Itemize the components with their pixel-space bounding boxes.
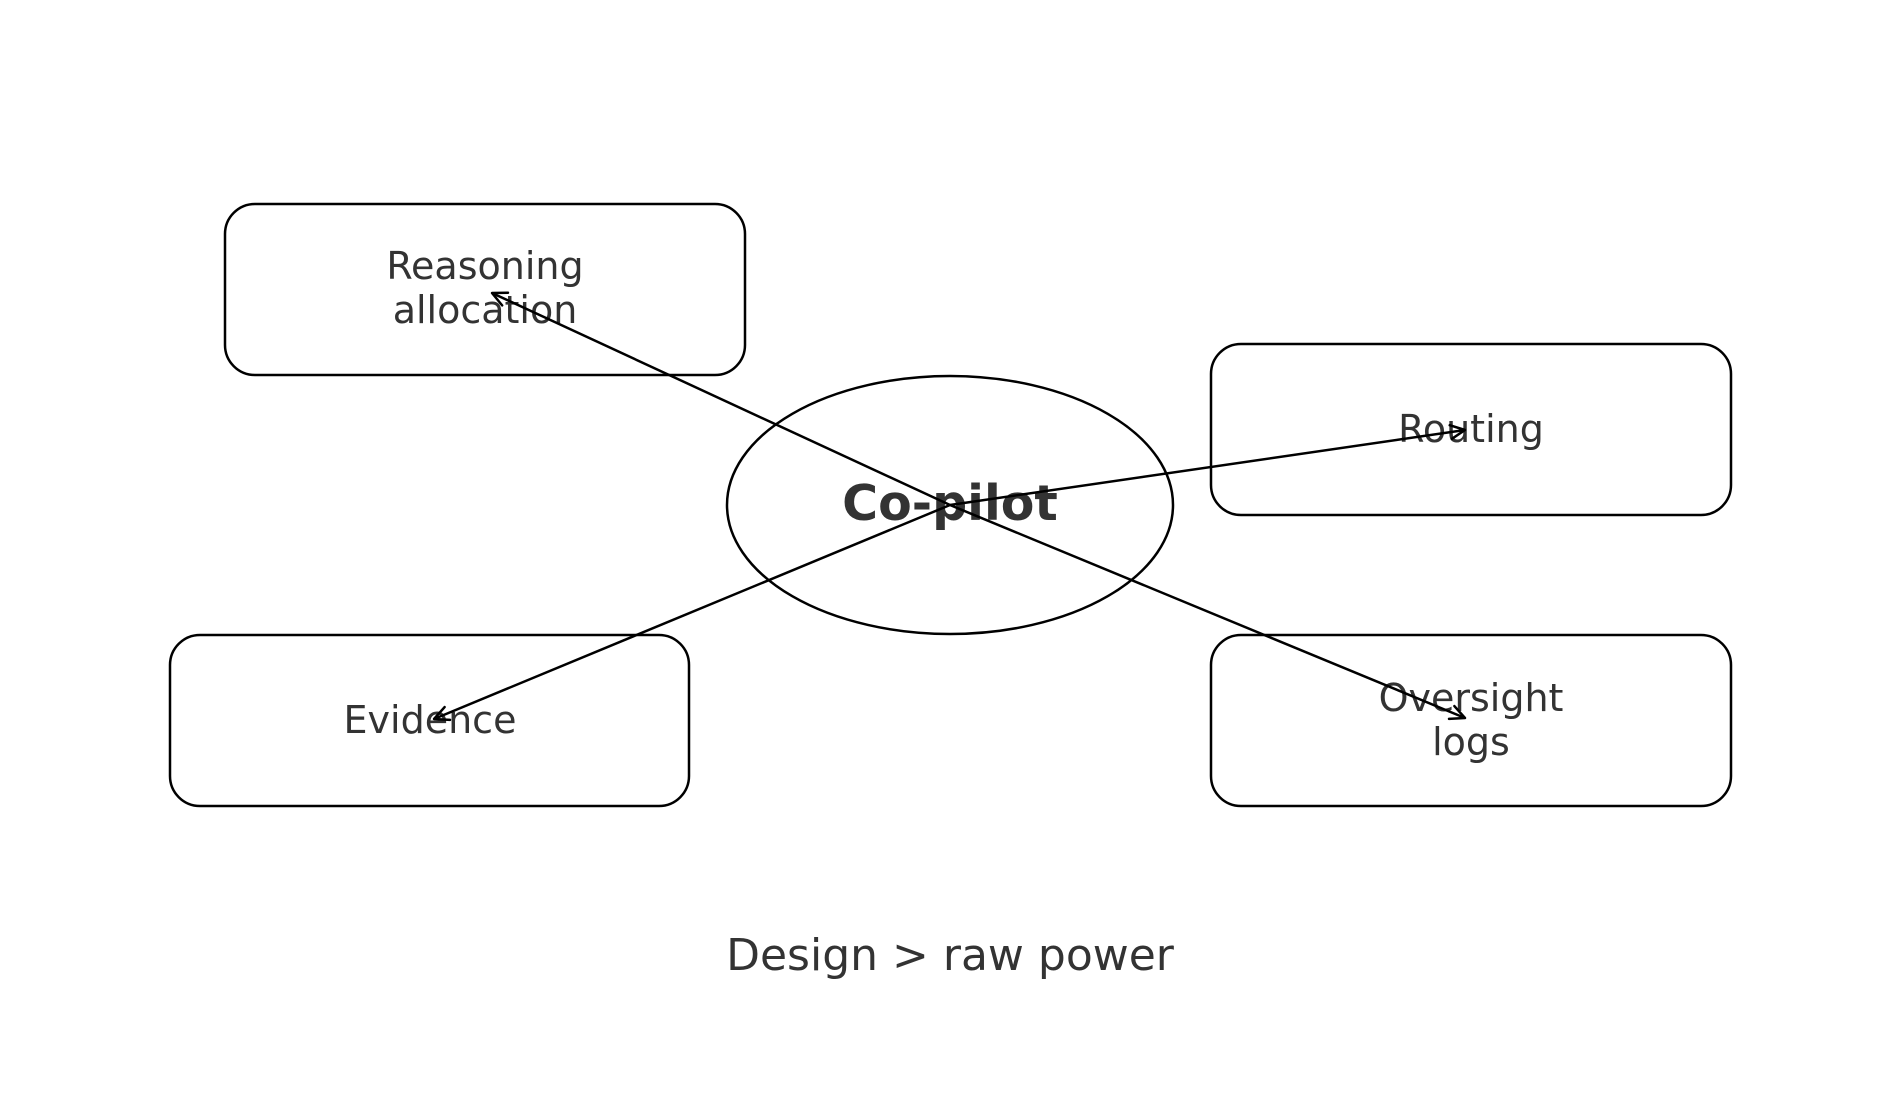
edge-to-oversight-logs (949, 503, 1467, 721)
node-label-line-1: Reasoning (386, 244, 583, 288)
node-reasoning-allocation: Reasoning allocation (223, 202, 747, 377)
arrowhead-icon (1448, 423, 1467, 441)
edge-line (433, 503, 951, 721)
node-label-line-1: Routing (1398, 407, 1544, 451)
node-box (1209, 633, 1733, 808)
edge-to-routing (949, 423, 1467, 507)
arrowhead-icon (432, 705, 452, 722)
hub-label: Co-pilot (842, 475, 1058, 532)
node-oversight-logs: Oversight logs (1209, 633, 1733, 808)
node-label-line-1: Oversight (1379, 676, 1564, 720)
node-evidence: Evidence (168, 633, 691, 808)
arrowhead-icon (490, 291, 510, 307)
edge-to-evidence (432, 503, 951, 722)
edge-line (491, 291, 951, 507)
node-box (1209, 342, 1733, 517)
edge-to-reasoning-allocation (490, 291, 951, 507)
node-label-line-1: Evidence (344, 698, 517, 742)
node-label-line-2: logs (1432, 720, 1510, 764)
arrowhead-icon (1447, 704, 1467, 721)
edge-line (949, 503, 1466, 720)
node-box (168, 633, 691, 808)
edges (432, 291, 1467, 722)
hub-ellipse (725, 374, 1175, 636)
diagram-caption: Design > raw power (726, 930, 1175, 981)
node-label-line-2: allocation (393, 288, 578, 332)
edge-line (949, 428, 1466, 507)
node-routing: Routing (1209, 342, 1733, 517)
node-box (223, 202, 747, 377)
hub-copilot: Co-pilot (725, 374, 1175, 636)
